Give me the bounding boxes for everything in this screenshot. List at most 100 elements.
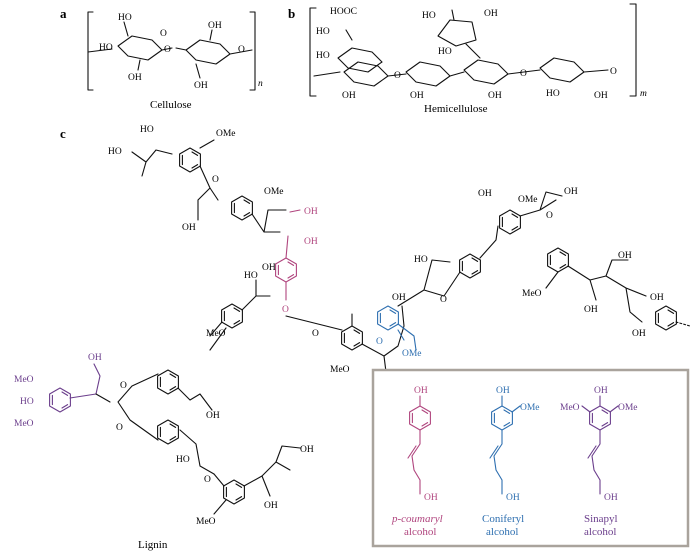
aromatic-ring — [655, 305, 677, 331]
atom-o: O — [238, 45, 245, 55]
atom-oh: OH — [484, 9, 498, 19]
propanol-chain — [581, 395, 619, 495]
monomer-name: Sinapyl — [584, 513, 618, 525]
atom-oh: OH — [604, 493, 618, 503]
atom-meo: MeO — [14, 375, 34, 385]
atom-oh: OH — [88, 353, 102, 363]
atom-ho: HO — [316, 51, 330, 61]
propanol-chain — [493, 395, 521, 495]
atom-o: O — [610, 67, 617, 77]
atom-o: O — [376, 337, 383, 347]
atom-meo: MeO — [196, 517, 216, 527]
atom-oh: OH — [618, 251, 632, 261]
sinapyl-bonds — [69, 363, 101, 399]
repeat-m: m — [640, 89, 647, 99]
atom-oh: OH — [594, 91, 608, 101]
atom-oh: OH — [506, 493, 520, 503]
atom-o: O — [160, 29, 167, 39]
aromatic-ring — [499, 209, 521, 235]
atom-o: O — [212, 175, 219, 185]
bracket-left — [87, 11, 94, 91]
glucose-ring-2 — [185, 39, 231, 65]
monomer-name: p-coumaryl — [391, 513, 443, 525]
atom-o: O — [520, 69, 527, 79]
atom-oh: OH — [496, 386, 510, 396]
aromatic-ring — [157, 369, 179, 395]
atom-oh: OH — [342, 91, 356, 101]
monomer-name: Coniferyl — [482, 513, 524, 525]
bracket-right — [249, 11, 256, 91]
monomer-suffix: alcohol — [486, 526, 518, 538]
atom-oh: OH — [392, 293, 406, 303]
atom-o: O — [120, 381, 127, 391]
atom-ho: HO — [118, 13, 132, 23]
atom-o: O — [282, 305, 289, 315]
atom-ho: HO — [140, 125, 154, 135]
atom-hooc: HOOC — [330, 7, 357, 17]
lignin-bonds — [95, 393, 111, 403]
inset-border — [371, 368, 690, 548]
aromatic-ring — [547, 247, 569, 273]
coniferyl-ring — [377, 305, 399, 331]
atom-ho: HO — [244, 271, 258, 281]
atom-ome: OMe — [402, 349, 422, 359]
atom-ome: OMe — [518, 195, 538, 205]
atom-oh: OH — [262, 263, 276, 273]
bracket-left — [309, 7, 317, 97]
atom-oh: OH — [304, 237, 318, 247]
atom-oh: OH — [632, 329, 646, 339]
hemicellulose-bonds — [313, 9, 609, 77]
aromatic-ring — [459, 253, 481, 279]
coumaryl-bonds — [285, 209, 301, 301]
aromatic-ring — [221, 303, 243, 329]
atom-ho: HO — [99, 43, 113, 53]
lignin-bonds — [209, 279, 271, 351]
atom-oh: OH — [488, 91, 502, 101]
panel-b-label: b — [288, 6, 295, 21]
lignin-bonds — [131, 139, 287, 233]
caption-lignin: Lignin — [138, 539, 168, 551]
xylose-ring-1 — [343, 61, 389, 87]
monolignol-inset: OH OH p-coumaryl alcohol OH OMe OH Conif… — [371, 368, 690, 548]
atom-oh: OH — [304, 207, 318, 217]
atom-ho: HO — [422, 11, 436, 21]
xylose-ring-3 — [463, 59, 509, 85]
panel-b-hemicellulose: b HOOC HO HO OH O HO OH HO OH OH O HO OH… — [288, 3, 647, 115]
xylose-ring-4 — [539, 57, 585, 83]
aromatic-ring — [223, 479, 245, 505]
atom-ome: OMe — [264, 187, 284, 197]
atom-o: O — [546, 211, 553, 221]
monomer-p-coumaryl: OH OH p-coumaryl alcohol — [391, 386, 443, 538]
atom-meo: MeO — [206, 329, 226, 339]
glucose-ring-1 — [117, 35, 163, 61]
xylose-ring-2 — [405, 61, 451, 87]
cellulose-bonds — [87, 21, 253, 79]
double-bond — [489, 445, 499, 459]
monomer-sinapyl: OH MeO OMe OH Sinapyl alcohol — [560, 386, 638, 538]
atom-ho: HO — [176, 455, 190, 465]
atom-ome: OMe — [618, 403, 638, 413]
atom-oh: OH — [414, 386, 428, 396]
arabinose-ring — [437, 19, 477, 47]
monomer-suffix: alcohol — [404, 526, 436, 538]
aromatic-ring — [179, 147, 201, 173]
atom-oh: OH — [206, 411, 220, 421]
atom-oh: OH — [478, 189, 492, 199]
bracket-right — [629, 3, 637, 97]
atom-ho: HO — [108, 147, 122, 157]
lignin-bonds — [397, 191, 563, 307]
caption-cellulose: Cellulose — [150, 99, 192, 111]
atom-oh: OH — [650, 293, 664, 303]
atom-meo: MeO — [560, 403, 580, 413]
atom-o: O — [204, 475, 211, 485]
atom-meo: MeO — [522, 289, 542, 299]
propanol-chain — [411, 395, 421, 495]
double-bond — [587, 445, 597, 459]
lignin-bonds — [117, 373, 215, 475]
atom-oh: OH — [410, 91, 424, 101]
lignin-bonds — [545, 259, 647, 323]
coniferyl-bonds — [397, 323, 417, 351]
lignin-bonds — [285, 305, 405, 373]
atom-o: O — [440, 295, 447, 305]
atom-ho: HO — [414, 255, 428, 265]
